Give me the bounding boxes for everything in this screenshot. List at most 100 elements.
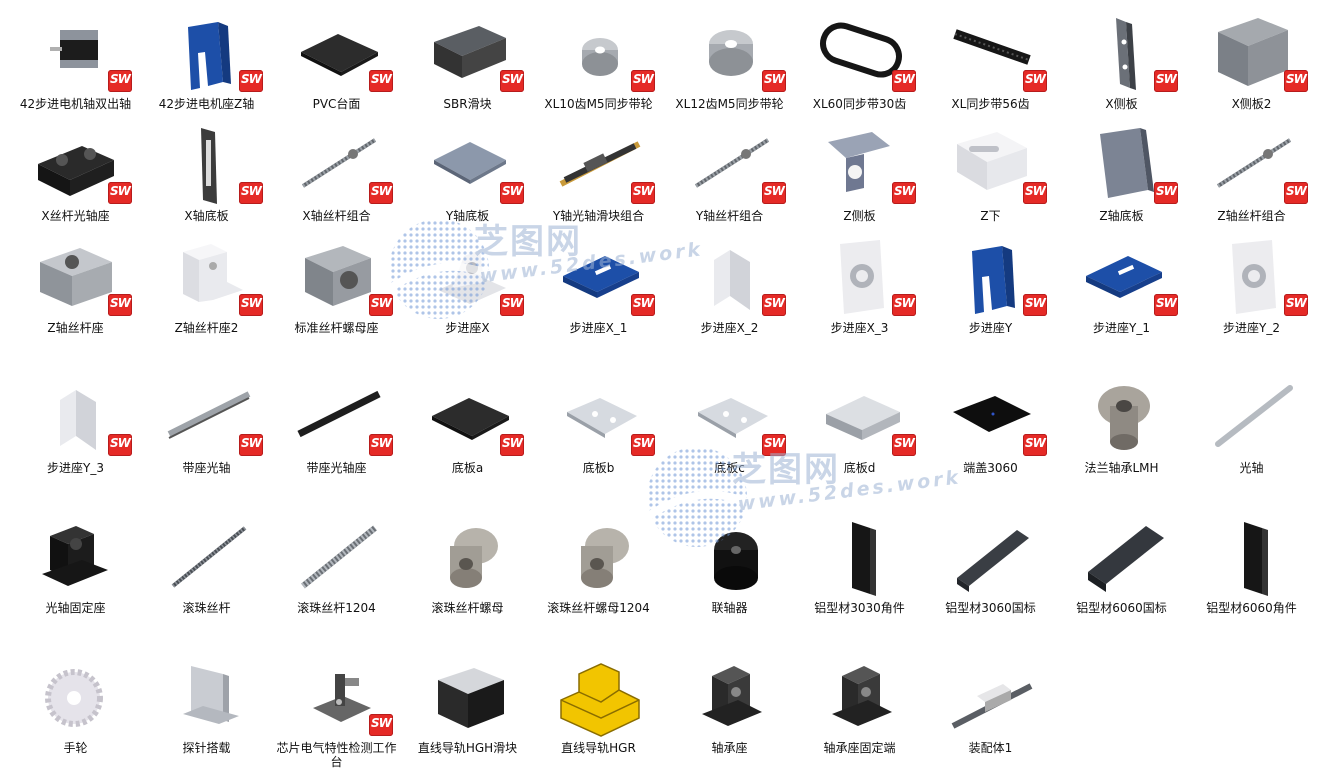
end-cap-black-icon xyxy=(947,376,1037,458)
solidworks-badge-text: SW xyxy=(371,296,392,310)
file-name-label: 42步进电机座Z轴 xyxy=(158,97,255,111)
file-tile[interactable]: SW XL60同步带30齿 xyxy=(794,8,925,128)
square-plate-gray-icon xyxy=(1078,124,1168,206)
lead-screw-icon xyxy=(686,124,776,206)
solidworks-badge-icon: SW xyxy=(369,434,393,456)
file-tile[interactable]: 轴承座固定端 xyxy=(794,652,925,772)
file-name-label: Z轴底板 xyxy=(1099,209,1144,223)
file-tile[interactable]: 铝型材3060国标 xyxy=(925,512,1056,632)
solidworks-badge-icon: SW xyxy=(239,182,263,204)
file-tile[interactable]: 探针搭载 xyxy=(141,652,272,772)
file-name-label: 法兰轴承LMH xyxy=(1084,461,1159,475)
corner-bracket-icon xyxy=(1208,516,1298,598)
solidworks-badge-icon: SW xyxy=(369,182,393,204)
solidworks-badge-text: SW xyxy=(1286,184,1307,198)
file-tile[interactable]: 手轮 xyxy=(10,652,141,772)
solidworks-badge-icon: SW xyxy=(369,294,393,316)
file-name-label: SBR滑块 xyxy=(443,97,492,111)
corner-bracket-icon xyxy=(816,516,906,598)
file-tile[interactable]: 装配体1 xyxy=(925,652,1056,772)
file-name-label: 铝型材3030角件 xyxy=(814,601,905,615)
probe-plate-icon xyxy=(163,656,253,738)
file-name-label: 端盖3060 xyxy=(963,461,1018,475)
solidworks-badge-icon: SW xyxy=(108,434,132,456)
file-name-label: 探针搭载 xyxy=(182,741,231,755)
flat-plate-light-icon xyxy=(686,376,776,458)
file-tile[interactable]: 直线导轨HGR xyxy=(533,652,664,772)
perforated-plate-icon xyxy=(424,124,514,206)
file-tile[interactable]: 铝型材6060角件 xyxy=(1186,512,1317,632)
file-tile[interactable]: SW 芯片电气特性检测工作台 xyxy=(271,652,402,772)
flat-plate-light-icon xyxy=(555,376,645,458)
file-name-label: 底板d xyxy=(843,461,876,475)
solidworks-badge-text: SW xyxy=(241,436,262,450)
file-tile[interactable]: 滚珠丝杆螺母 xyxy=(402,512,533,632)
file-tile[interactable]: 光轴固定座 xyxy=(10,512,141,632)
file-name-label: 滚珠丝杆 xyxy=(182,601,231,615)
solidworks-badge-text: SW xyxy=(1286,296,1307,310)
file-name-label: 步进座X_1 xyxy=(569,321,628,335)
solidworks-badge-icon: SW xyxy=(369,714,393,736)
file-tile[interactable]: 轴承座 xyxy=(664,652,795,772)
file-name-label: 滚珠丝杆螺母 xyxy=(431,601,504,615)
file-name-label: 芯片电气特性检测工作台 xyxy=(276,741,397,769)
solidworks-badge-text: SW xyxy=(633,436,654,450)
file-tile[interactable]: 铝型材6060国标 xyxy=(1056,512,1187,632)
file-tile[interactable]: 滚珠丝杆1204 xyxy=(271,512,402,632)
file-tile[interactable]: 联轴器 xyxy=(664,512,795,632)
pillow-block-icon xyxy=(686,656,776,738)
solidworks-badge-text: SW xyxy=(764,296,785,310)
solidworks-badge-icon: SW xyxy=(631,70,655,92)
solidworks-badge-text: SW xyxy=(241,296,262,310)
solidworks-badge-text: SW xyxy=(1156,72,1177,86)
file-name-label: XL60同步带30齿 xyxy=(812,97,907,111)
file-name-label: 光轴 xyxy=(1239,461,1264,475)
file-tile[interactable]: 滚珠丝杆螺母1204 xyxy=(533,512,664,632)
file-tile[interactable]: 滚珠丝杆 xyxy=(141,512,272,632)
file-tile[interactable]: 法兰轴承LMH xyxy=(1056,372,1187,492)
file-tile[interactable]: 直线导轨HGH滑块 xyxy=(402,652,533,772)
solidworks-badge-text: SW xyxy=(241,184,262,198)
file-name-label: 直线导轨HGR xyxy=(561,741,636,755)
file-tile[interactable]: 铝型材3030角件 xyxy=(794,512,925,632)
file-tile[interactable]: 光轴 xyxy=(1186,372,1317,492)
solidworks-badge-icon: SW xyxy=(892,70,916,92)
